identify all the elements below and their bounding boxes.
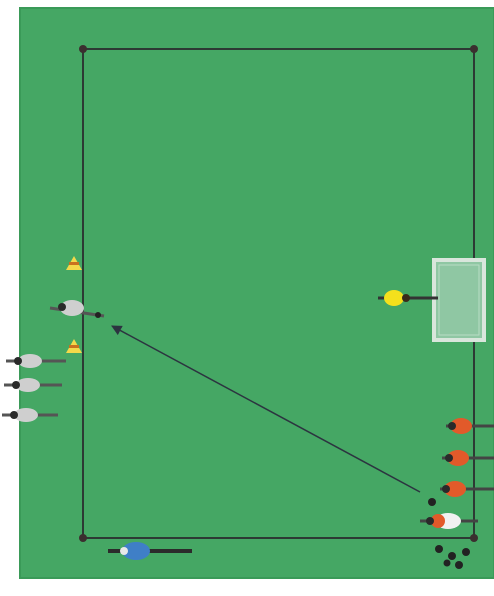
corner-marker-icon [470, 45, 478, 53]
goal-icon [434, 260, 484, 340]
ball-icon [448, 552, 456, 560]
ball-icon [435, 545, 443, 553]
corner-marker-icon [79, 534, 87, 542]
grass-area [20, 8, 494, 578]
ball-icon [455, 561, 463, 569]
ball-icon [462, 548, 470, 556]
ball-icon [428, 498, 436, 506]
ball-icon [444, 560, 451, 567]
corner-marker-icon [79, 45, 87, 53]
corner-marker-icon [470, 534, 478, 542]
